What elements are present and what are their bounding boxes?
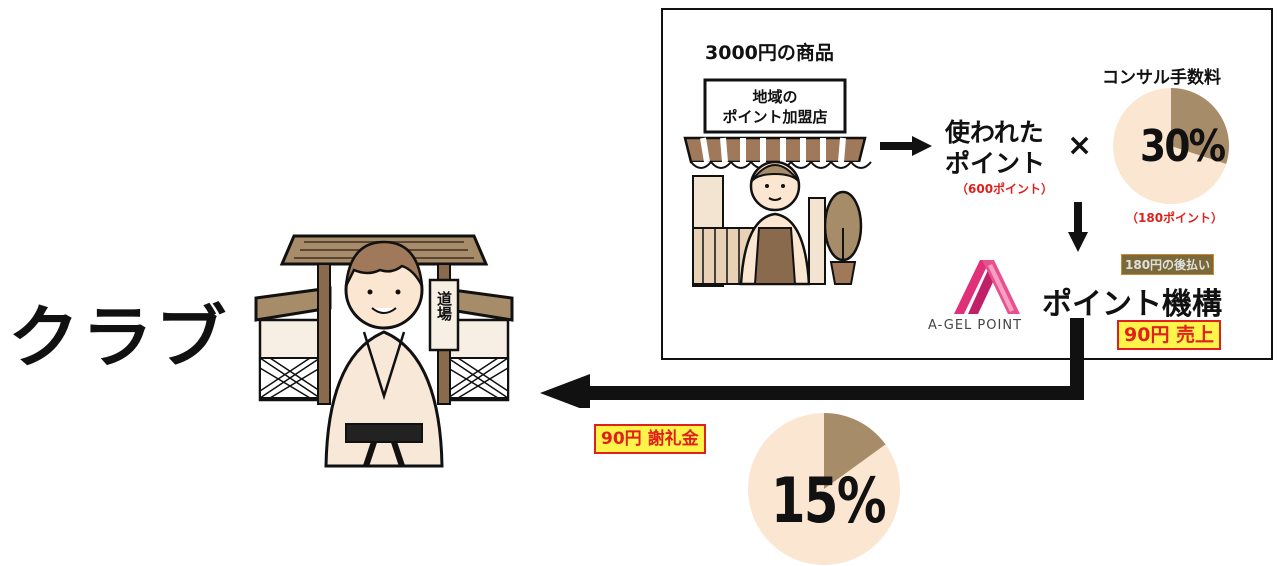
used-points-label: 使われた ポイント [945,117,1045,179]
multiply-symbol: × [1067,128,1093,163]
deferred-payment-badge: 180円の後払い [1121,254,1215,275]
consulting-pie-slice [1171,88,1229,164]
return-arrow-icon [540,318,1084,408]
shop-sign-line2: ポイント加盟店 [722,108,827,126]
used-points-amount: （600ポイント） [956,182,1054,196]
consulting-fee-label: コンサル手数料 [1102,68,1221,88]
consulting-amount: （180ポイント） [1126,211,1224,225]
consulting-percent: 30% [1140,121,1226,172]
process-frame [661,8,1273,360]
organization-name: ポイント機構 [1042,287,1222,322]
sales-tag: 90円 売上 [1117,320,1222,350]
referral-fee-tag: 90円 謝礼金 [594,424,706,454]
referral-pie-slice [824,413,886,489]
arrow-down-icon [1068,202,1088,252]
shop-sign-board [703,78,847,134]
dojo-illustration: 道場 [254,234,514,468]
referral-pie [748,413,900,565]
arrow-right-icon [880,136,932,156]
used-points-line2: ポイント [945,149,1046,178]
club-label: クラブ [8,299,229,378]
a-gel-logo-icon [954,260,1020,314]
logo-text: A-GEL POINT [928,318,1023,333]
consulting-pie [1113,88,1229,204]
dojo-sign-text: 道場 [435,290,453,322]
referral-percent: 15% [771,464,887,537]
product-label: 3000円の商品 [705,42,834,64]
shop-illustration: 地域の ポイント加盟店 [683,78,872,287]
used-points-line1: 使われた [945,118,1044,147]
shop-sign-line1: 地域の [752,88,797,106]
